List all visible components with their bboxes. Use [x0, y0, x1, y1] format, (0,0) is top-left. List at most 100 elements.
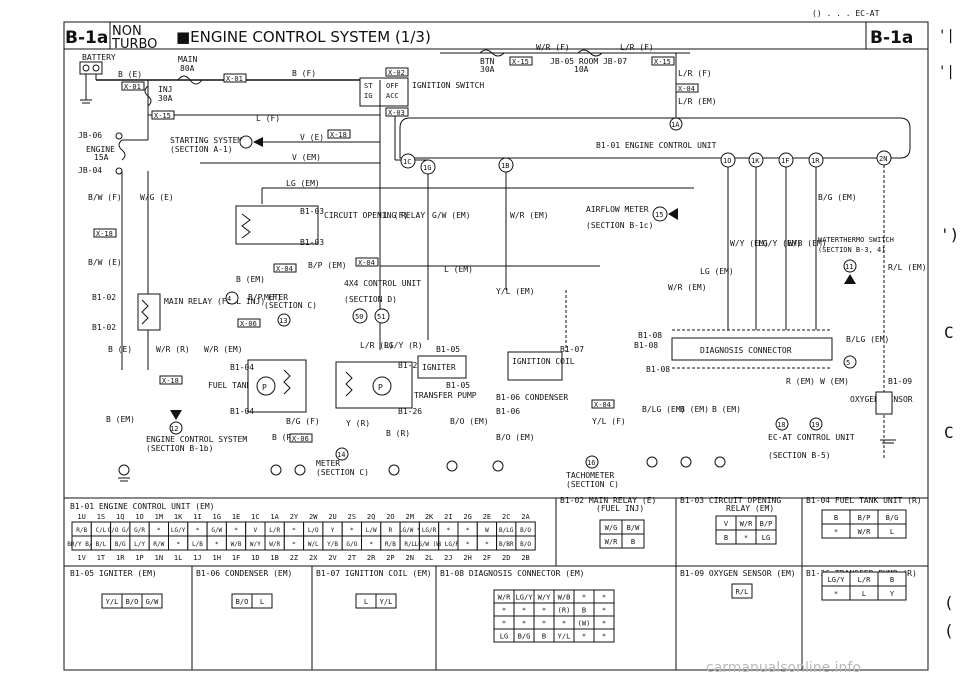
connector-x15-top: X-15 [512, 58, 529, 66]
meter-label: METER [264, 293, 288, 302]
oxygen-connector: R/L [731, 583, 753, 599]
jb06-label: JB-06 [78, 131, 102, 140]
meter-label-2: METER [316, 459, 340, 468]
ecu-pin-wire: R/W [153, 541, 164, 548]
connector-cell [755, 529, 777, 545]
b1-02-label-top: B1-02 [92, 293, 116, 302]
ecu-pin-header: 1Q [116, 513, 124, 521]
svg-text:'|: '| [938, 28, 955, 44]
svg-text:12: 12 [170, 425, 178, 433]
connector-cell-label: G/W [146, 598, 159, 606]
ecu-pin-wire: * [466, 527, 470, 534]
ecu-pin-footer: 1L [174, 554, 182, 562]
connector-cell-label: W/G [605, 524, 618, 532]
ecu-pin-wire: L/Y [134, 541, 145, 548]
main-relay-box [137, 293, 161, 331]
v-e-label: V (E) [300, 133, 324, 142]
circuit-relay-label: CIRCUIT OPENING RELAY [324, 211, 425, 220]
ecu-pin-header: 1C [251, 513, 259, 521]
connector-cell-label: * [602, 594, 606, 602]
ecu-pin-header: 1M [155, 513, 163, 521]
svg-text:P: P [262, 383, 267, 392]
connector-cell-label: V [724, 520, 729, 528]
svg-text:18: 18 [777, 421, 785, 429]
ecu-pin-wire: W/R [269, 541, 280, 548]
ecu-pin-wire: R [389, 527, 393, 534]
wr-f-label: W/R (F) [536, 43, 570, 52]
water-thermo-label: WATERTHERMO SWITCH [818, 236, 894, 244]
connector-cell-label: * [834, 528, 838, 536]
ecu-pin-wire: LG/Y [171, 527, 186, 534]
main-relay-table-title: B1-02 MAIN RELAY (E) [560, 496, 656, 505]
ecu-pin-wire: * [292, 527, 296, 534]
ecu-pin-wire: B LG/R [438, 541, 460, 548]
engine-fuse-label: ENGINE [86, 145, 115, 154]
b1-05-label-top: B1-05 [436, 345, 460, 354]
wire-blg-em: B/LG (EM) [642, 405, 685, 414]
connector-cell-label: * [522, 607, 526, 615]
ecu-pin-wire: * [447, 527, 451, 534]
ecu-pin-wire: LG/R [422, 527, 437, 534]
connector-cell-label: W/B [558, 594, 571, 602]
ecu-pin-header: 2C [502, 513, 510, 521]
ecu-pin-footer: 2T [348, 554, 357, 562]
ecu-pin-header: 2M [406, 513, 414, 521]
connector-cell-label: Y/L [558, 633, 571, 641]
ecu-pin-wire: * [176, 541, 180, 548]
connector-cell-label: R/L [736, 588, 749, 596]
starting-system-label: STARTING SYSTEM [170, 136, 242, 145]
svg-text:19: 19 [811, 421, 819, 429]
main-fuse-symbol [177, 75, 203, 85]
circuit-relay-table-sub: RELAY (EM) [726, 504, 774, 513]
ignition-switch-body [359, 77, 409, 107]
ecu-pin-footer: 2B [521, 554, 529, 562]
ecu-pin-header: 1A [270, 513, 279, 521]
connector-cell-label: L/R [858, 576, 871, 584]
ign-pos-st: ST [364, 82, 373, 90]
ecu-pin-footer: 1F [232, 554, 240, 562]
x4-unit-label: 4X4 CONTROL UNIT [344, 279, 421, 288]
ecu-pin-wire: Y/B [327, 541, 338, 548]
svg-text:C: C [944, 423, 954, 442]
meter-section: (SECTION C) [264, 301, 317, 310]
ecu-terminals: 1C 1G 1B 1O 1K 1F 1R 2N [400, 150, 892, 175]
svg-text:1C: 1C [403, 158, 411, 166]
connector-cell-label: * [502, 607, 506, 615]
ecu-pin-footer: 2X [309, 554, 318, 562]
connector-cell-label: * [602, 633, 606, 641]
ecu-pin-wire: B/G [115, 541, 126, 548]
connector-cell [877, 523, 907, 539]
ecu-pin-footer: 1J [193, 554, 201, 562]
svg-text:(: ( [944, 621, 954, 640]
wire-lg-em: LG (EM) [700, 267, 734, 276]
svg-text:P: P [378, 383, 383, 392]
ecu-pin-footer: 1B [270, 554, 278, 562]
svg-text:1B: 1B [501, 162, 509, 170]
b1-08-label-2: B1-08 [634, 341, 658, 350]
ecu-pin-footer: 2J [444, 554, 452, 562]
tachometer-label: TACHOMETER [566, 471, 614, 480]
ecu-pin-footer: 2N [406, 554, 414, 562]
connector-cell-label: LG/Y [516, 594, 534, 602]
connector-cell [731, 583, 753, 599]
page-code-right: B-1a [870, 28, 913, 48]
ecu-pin-wire: G/W [211, 527, 222, 534]
ecu-pin-header: 1E [232, 513, 240, 521]
b1-09-label: B1-09 [888, 377, 912, 386]
wire-wr-r: W/R (R) [156, 345, 190, 354]
wire-wr-em-top: W/R (EM) [510, 211, 549, 220]
ecu-pin-wire: * [350, 527, 354, 534]
inj-fuse-amp: 30A [158, 94, 173, 103]
ign-pos-acc: ACC [386, 92, 399, 100]
connector-cell-label: B/G [886, 514, 899, 522]
ecu-pin-wire: W/B [231, 541, 242, 548]
ecu-pin-header: 2K [425, 513, 434, 521]
ecu-pin-wire: B/BR [499, 541, 514, 548]
b1-03-label-bot: B1-03 [300, 238, 324, 247]
connector-cell-label: B [834, 514, 838, 522]
svg-text:'): ') [940, 225, 959, 244]
connector-x15: X-15 [154, 112, 171, 120]
transfer-pump-label: TRANSFER PUMP [414, 391, 477, 400]
